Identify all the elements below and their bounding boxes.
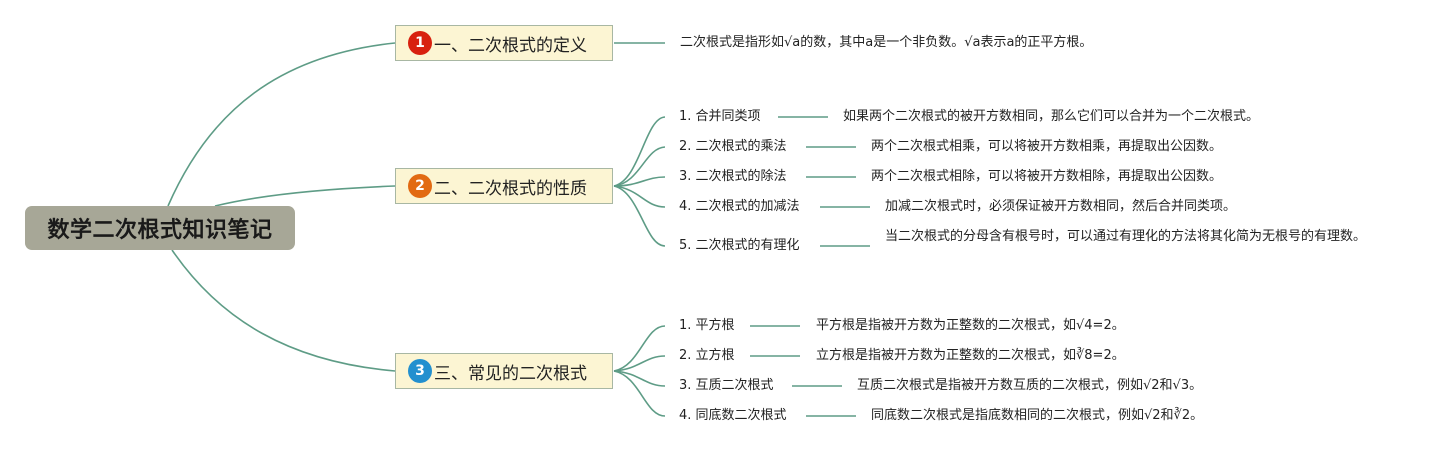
number-badge-3-icon: 3 bbox=[408, 359, 432, 383]
branch-properties[interactable]: 2 二、二次根式的性质 bbox=[395, 168, 613, 204]
branch-definition[interactable]: 1 一、二次根式的定义 bbox=[395, 25, 613, 61]
branch-label: 一、二次根式的定义 bbox=[434, 35, 587, 56]
root-node[interactable]: 数学二次根式知识笔记 bbox=[25, 206, 295, 250]
number-badge-1-icon: 1 bbox=[408, 31, 432, 55]
link-b3-item4 bbox=[613, 370, 666, 417]
common-item-desc: 平方根是指被开方数为正整数的二次根式，如√4=2。 bbox=[816, 318, 1125, 333]
property-item-label[interactable]: 3. 二次根式的除法 bbox=[679, 169, 787, 184]
link-b3-item2 bbox=[613, 355, 666, 372]
common-item-label[interactable]: 2. 立方根 bbox=[679, 348, 735, 363]
number-badge-2-icon: 2 bbox=[408, 174, 432, 198]
branch-common-types[interactable]: 3 三、常见的二次根式 bbox=[395, 353, 613, 389]
link-b2-item1 bbox=[613, 116, 666, 187]
link-root-b2 bbox=[214, 185, 396, 207]
property-item-label[interactable]: 2. 二次根式的乘法 bbox=[679, 139, 787, 154]
common-item-desc: 立方根是指被开方数为正整数的二次根式，如∛8=2。 bbox=[816, 348, 1125, 363]
link-root-b3 bbox=[171, 249, 396, 372]
property-item-desc: 如果两个二次根式的被开方数相同，那么它们可以合并为一个二次根式。 bbox=[843, 109, 1260, 124]
common-item-label[interactable]: 1. 平方根 bbox=[679, 318, 735, 333]
branch-label: 二、二次根式的性质 bbox=[434, 178, 587, 199]
link-b2-item3 bbox=[613, 176, 666, 187]
property-item-label[interactable]: 4. 二次根式的加减法 bbox=[679, 199, 800, 214]
common-item-label[interactable]: 3. 互质二次根式 bbox=[679, 378, 774, 393]
property-item-label[interactable]: 1. 合并同类项 bbox=[679, 109, 761, 124]
link-b2-item5 bbox=[613, 185, 666, 247]
property-item-desc: 加减二次根式时，必须保证被开方数相同，然后合并同类项。 bbox=[885, 199, 1237, 214]
property-item-desc: 当二次根式的分母含有根号时，可以通过有理化的方法将其化简为无根号的有理数。 bbox=[885, 229, 1367, 244]
common-item-label[interactable]: 4. 同底数二次根式 bbox=[679, 408, 787, 423]
link-b2-item4 bbox=[613, 185, 666, 208]
branch-label: 三、常见的二次根式 bbox=[434, 363, 587, 384]
common-item-desc: 同底数二次根式是指底数相同的二次根式，例如√2和∛2。 bbox=[871, 408, 1204, 423]
root-label: 数学二次根式知识笔记 bbox=[47, 218, 273, 243]
property-item-desc: 两个二次根式相乘，可以将被开方数相乘，再提取出公因数。 bbox=[871, 139, 1223, 154]
link-b2-item2 bbox=[613, 146, 666, 187]
link-root-b1 bbox=[167, 42, 396, 207]
definition-note: 二次根式是指形如√a的数，其中a是一个非负数。√a表示a的正平方根。 bbox=[680, 35, 1093, 50]
common-item-desc: 互质二次根式是指被开方数互质的二次根式，例如√2和√3。 bbox=[857, 378, 1203, 393]
property-item-desc: 两个二次根式相除，可以将被开方数相除，再提取出公因数。 bbox=[871, 169, 1223, 184]
link-b3-item3 bbox=[613, 370, 666, 387]
property-item-label[interactable]: 5. 二次根式的有理化 bbox=[679, 238, 800, 253]
link-b3-item1 bbox=[613, 325, 666, 372]
